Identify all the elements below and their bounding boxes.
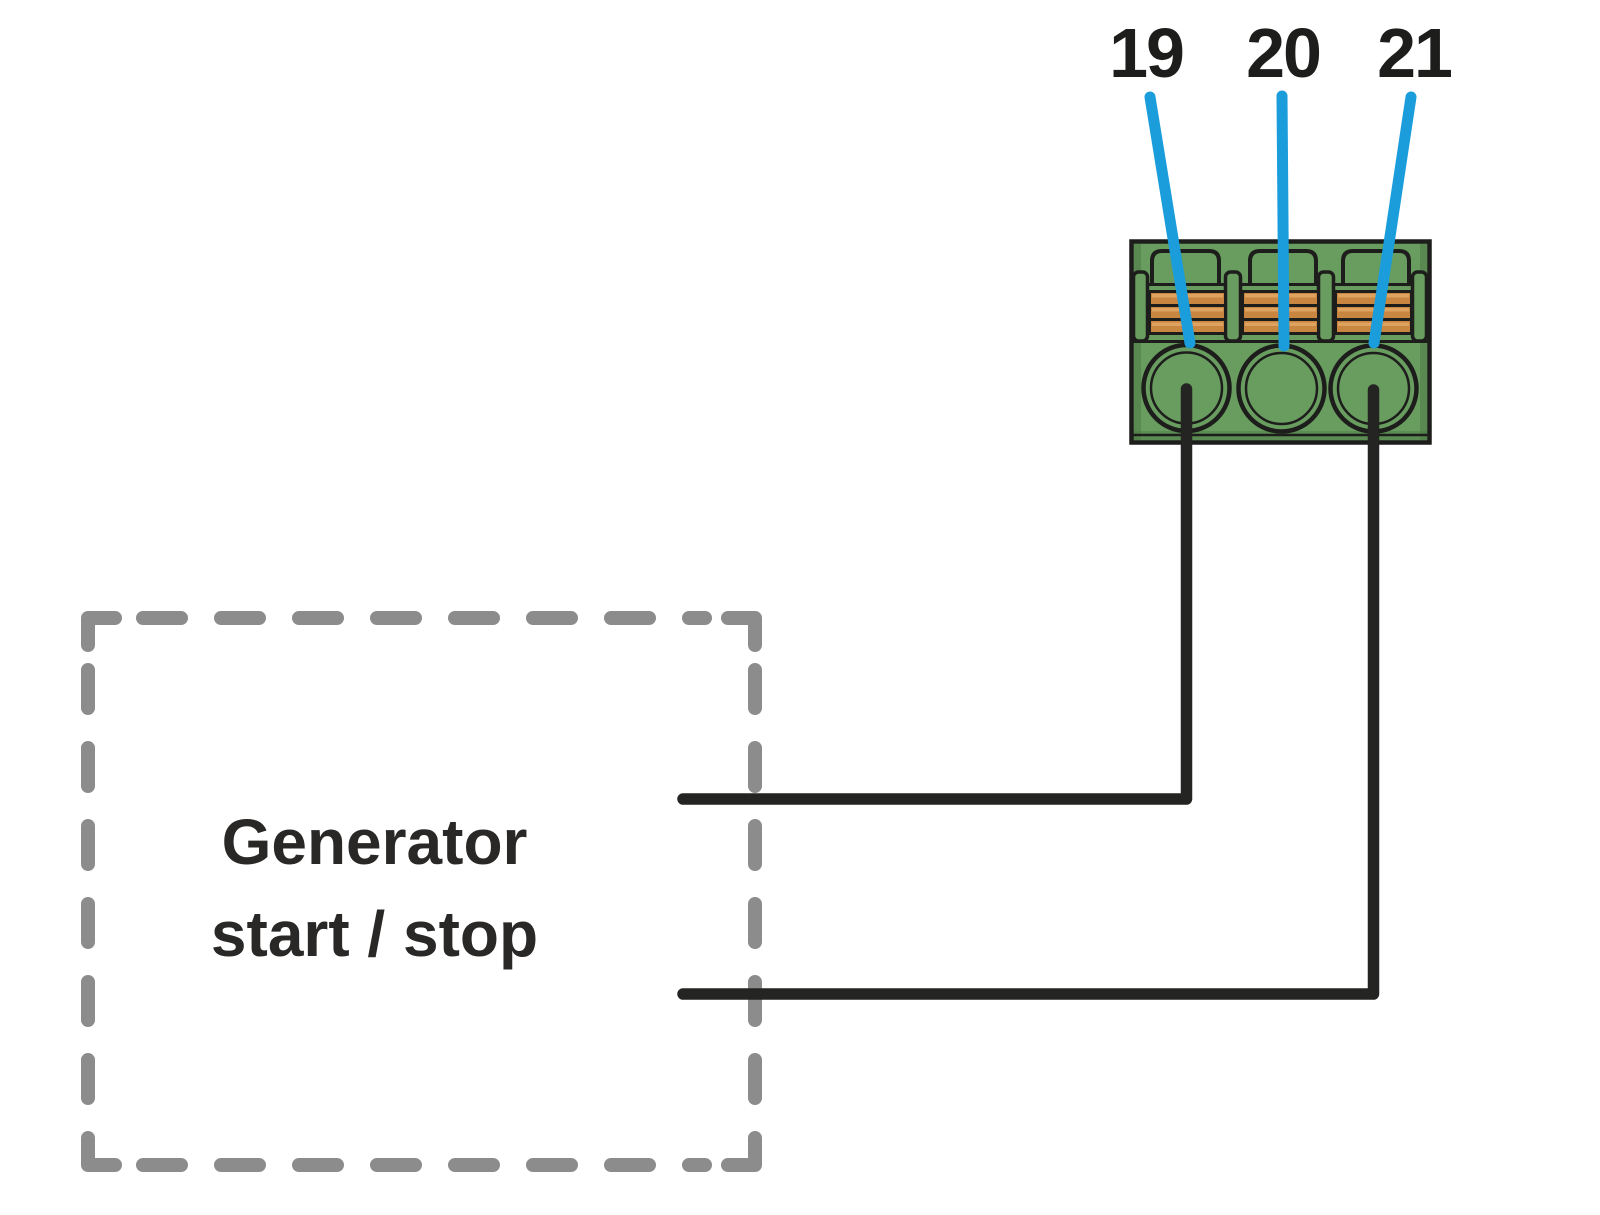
generator-box-corner-bl	[81, 1131, 122, 1172]
latch-19	[1150, 249, 1221, 286]
wire-terminal-21	[677, 384, 1380, 1000]
hole-20	[1236, 343, 1327, 434]
leader-line-19	[1144, 91, 1196, 349]
terminal-label-20: 20	[1246, 14, 1322, 92]
wire-terminal-19	[677, 383, 1193, 805]
latch-21	[1341, 249, 1411, 286]
leader-line-21	[1368, 91, 1417, 349]
terminal-label-21: 21	[1377, 14, 1453, 92]
terminal-separator-tabs	[1131, 270, 1429, 343]
leader-line-20	[1276, 90, 1290, 352]
generator-label-line1: Generator	[221, 806, 528, 878]
leader-lines	[1144, 90, 1417, 352]
terminal-label-19: 19	[1109, 14, 1185, 92]
generator-box-corner-br	[721, 1131, 762, 1172]
generator-box	[81, 611, 762, 1172]
generator-box-corner-tr	[721, 611, 762, 652]
generator-box-corner-tl	[81, 611, 122, 652]
generator-label-line2: start / stop	[210, 898, 539, 970]
wires	[677, 383, 1380, 1000]
generator-label: Generator start / stop	[92, 796, 657, 980]
